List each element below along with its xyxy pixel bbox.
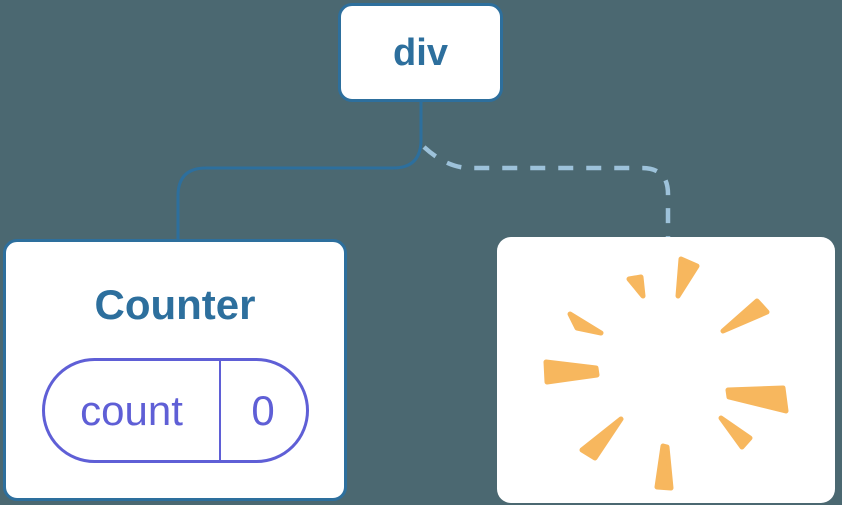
state-value-cell: 0 <box>221 361 306 460</box>
state-value-label: 0 <box>251 386 275 434</box>
dom-node-div: div <box>338 3 503 102</box>
poof-ray <box>718 415 753 450</box>
poof-ray <box>567 311 604 336</box>
component-title: Counter <box>94 281 256 328</box>
state-pill: count 0 <box>41 358 309 463</box>
state-key-cell: count <box>45 361 221 460</box>
poof-starburst-icon <box>543 256 789 491</box>
poof-ray <box>720 298 770 334</box>
state-key-label: count <box>80 386 183 434</box>
poof-ray <box>543 359 600 385</box>
poof-ray <box>579 416 624 461</box>
component-node-counter: Counter count 0 <box>3 239 347 501</box>
dashed-edge-div-to-removed <box>422 145 671 238</box>
dom-node-label: div <box>393 31 448 74</box>
poof-ray <box>626 274 646 299</box>
solid-edge-div-to-counter <box>176 102 423 240</box>
removed-node <box>497 237 835 503</box>
poof-ray <box>725 385 789 414</box>
poof-ray <box>675 256 700 299</box>
poof-ray <box>654 443 674 491</box>
